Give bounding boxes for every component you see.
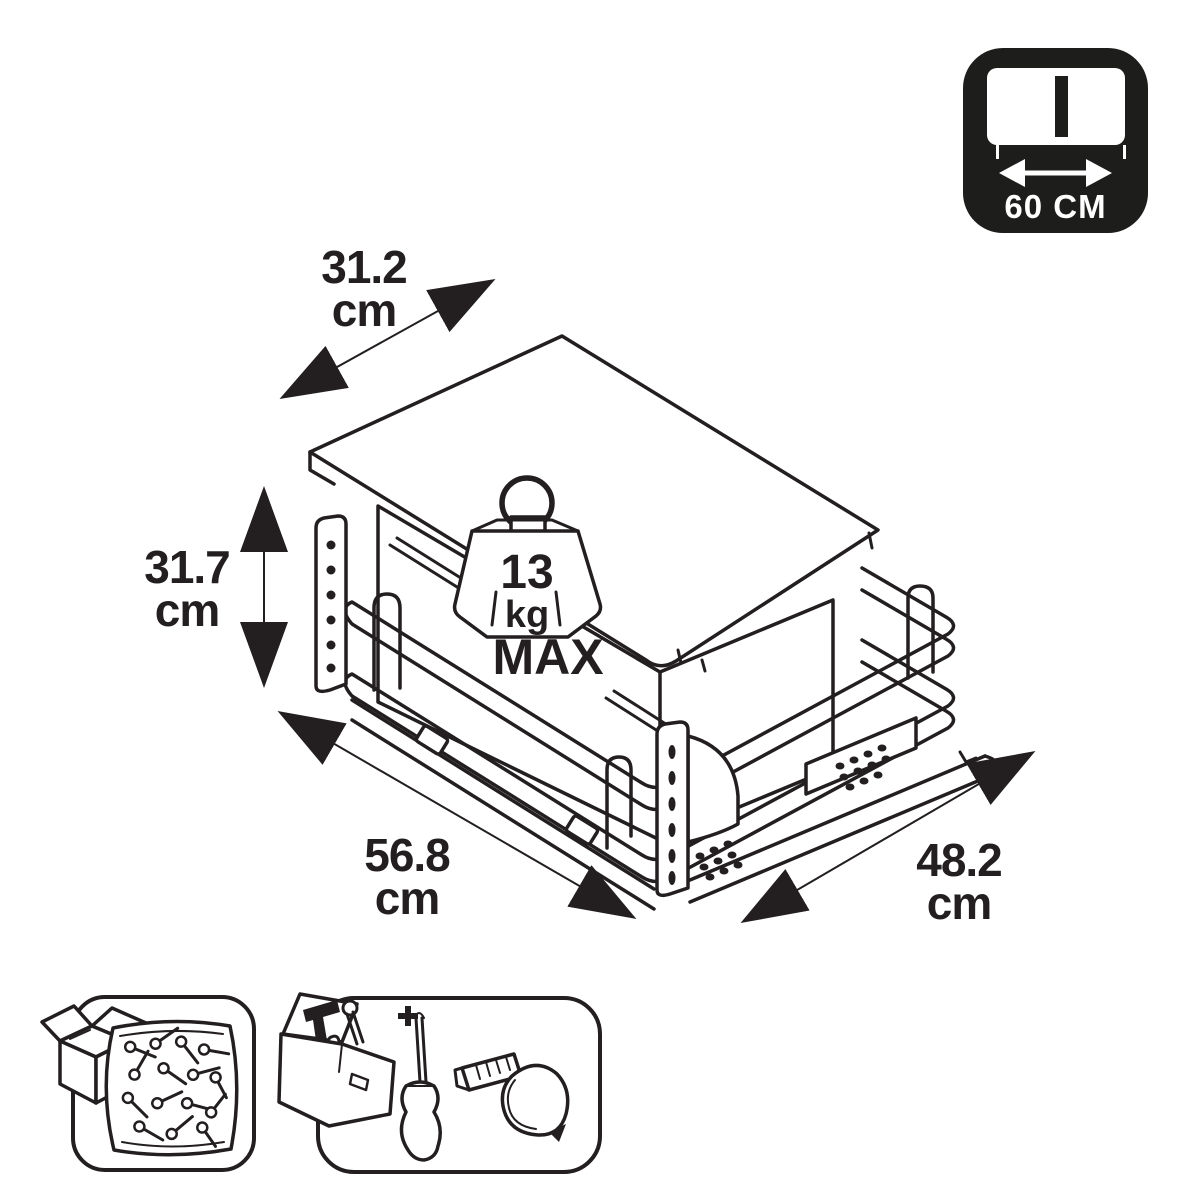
dimension-value: 48.2 — [916, 834, 1003, 886]
basket-loop-left — [372, 592, 402, 692]
dimension-unit: cm — [331, 284, 397, 337]
dimension-arrow-front-width — [277, 710, 637, 920]
screws — [121, 1026, 231, 1148]
bracket-gusset — [686, 734, 740, 844]
screw-bag-icon — [104, 1019, 239, 1157]
cover-edge-thickness — [308, 450, 336, 486]
bracket-holes-left — [326, 540, 336, 673]
cabinet-leg-icon — [996, 145, 999, 159]
tape-measure-icon — [453, 1052, 570, 1142]
hammer-icon — [303, 1000, 340, 1061]
rail-end-hook — [958, 750, 978, 764]
dimension-label-pullout-depth: 48.2 cm — [877, 834, 1041, 930]
dimension-unit: cm — [154, 584, 220, 637]
dimension-unit: cm — [926, 877, 992, 930]
bracket-holes-front — [668, 745, 676, 885]
dimension-arrow-top-depth — [279, 279, 496, 399]
dimension-value: 31.2 — [321, 241, 408, 293]
cabinet-width-label: 60 CM — [1004, 188, 1107, 225]
tools-icon — [277, 992, 602, 1174]
cover-panel — [308, 334, 880, 673]
max-load-label: MAX — [492, 629, 604, 685]
width-arrow-icon — [999, 159, 1112, 187]
max-load-unit: kg — [504, 594, 550, 636]
cover-tabs — [676, 531, 874, 673]
dimension-label-front-width: 56.8 cm — [325, 829, 489, 925]
dimension-value: 56.8 — [364, 829, 451, 881]
mounting-bracket-front — [655, 720, 743, 898]
cabinet-width-badge: 60 CM — [963, 48, 1148, 233]
cabinet-front-icon — [987, 68, 1125, 145]
dimension-label-top-depth: 31.2 cm — [282, 241, 446, 337]
dimension-value: 31.7 — [144, 541, 231, 593]
toolbox-icon — [277, 992, 396, 1128]
wrench-icon — [341, 999, 365, 1046]
max-load-value: 13 — [500, 546, 554, 599]
cabinet-leg-icon — [1123, 145, 1126, 159]
phillips-symbol-icon — [398, 1006, 418, 1026]
basket-loop-right — [906, 584, 935, 680]
rail-front-holes — [695, 840, 743, 881]
toolbox-latch — [348, 1072, 370, 1092]
mounting-bracket-left — [314, 514, 348, 694]
weight-icon — [452, 475, 603, 639]
hardware-pack-icon — [40, 995, 256, 1172]
dimension-label-height: 31.7 cm — [105, 541, 269, 637]
phillips-screwdriver-icon — [399, 1012, 442, 1162]
dimension-arrow-pullout-depth — [740, 750, 1036, 924]
cabinet-handle-icon — [1055, 76, 1068, 137]
dimension-unit: cm — [374, 872, 440, 925]
